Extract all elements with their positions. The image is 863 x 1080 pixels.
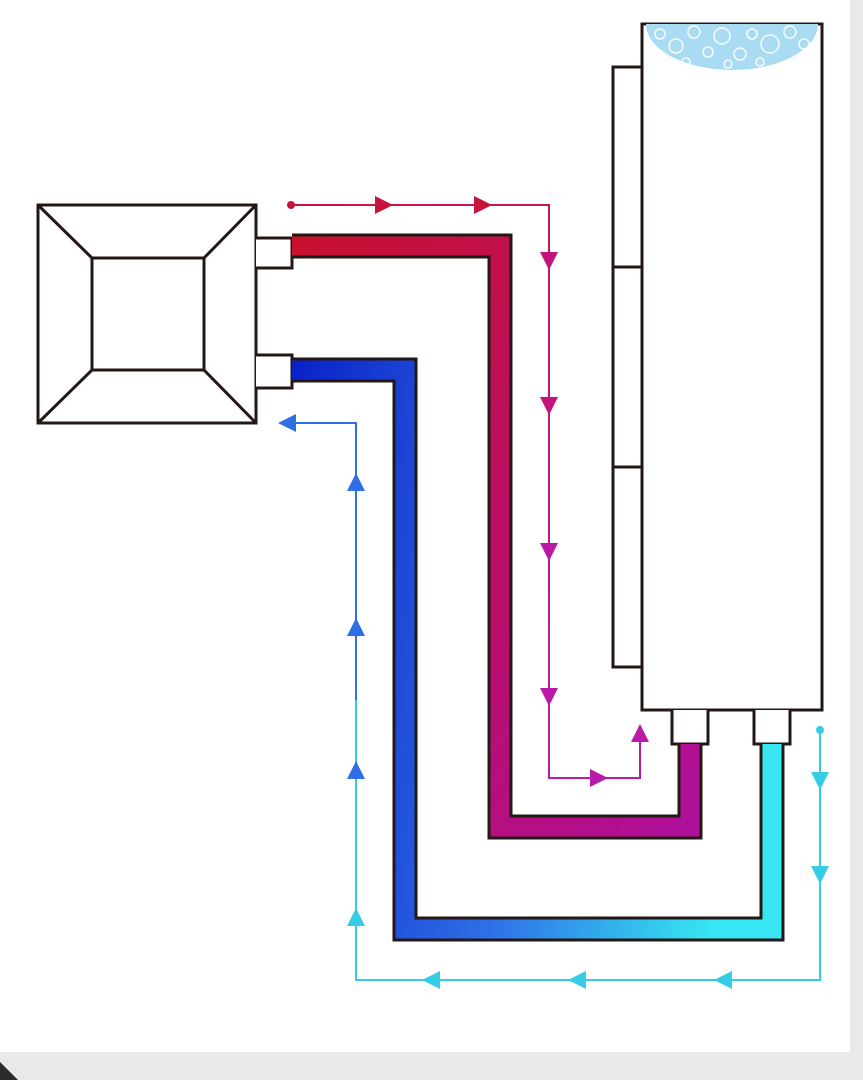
arrow-down-icon [540, 688, 558, 706]
indoor-unit [36, 203, 294, 425]
water-bubbles [646, 24, 818, 70]
arrow-up-icon [631, 724, 649, 742]
arrow-down-icon [811, 772, 829, 790]
arrow-left-icon [422, 971, 440, 989]
arrow-up-icon [347, 473, 365, 491]
return-flow-arrows [278, 414, 829, 989]
arrow-up-icon [347, 908, 365, 926]
arrow-down-icon [540, 252, 558, 270]
page-corner-fold [0, 1062, 18, 1080]
arrow-left-icon [278, 414, 296, 432]
side-panel [611, 65, 644, 669]
arrow-right-icon [474, 196, 492, 214]
supply-pipe [292, 233, 703, 840]
storage-tank [640, 22, 824, 746]
arrow-left-icon [568, 971, 586, 989]
arrow-right-icon [590, 769, 608, 787]
arrow-up-icon [347, 761, 365, 779]
arrow-down-icon [540, 397, 558, 415]
arrow-down-icon [811, 866, 829, 884]
supply-flow-arrows [287, 196, 649, 787]
arrow-left-icon [714, 971, 732, 989]
arrow-right-icon [375, 196, 393, 214]
return-pipe [292, 357, 785, 942]
arrow-down-icon [540, 543, 558, 561]
arrow-up-icon [347, 618, 365, 636]
